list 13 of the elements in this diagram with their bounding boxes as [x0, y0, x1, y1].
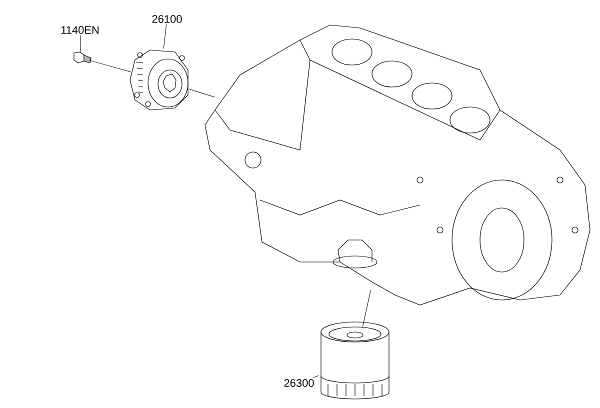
- callout-number: 1140EN: [61, 26, 99, 34]
- bolt-drawing: [74, 52, 92, 64]
- engine-block-drawing: [204, 24, 590, 306]
- assembly-line: [189, 88, 215, 98]
- oil-filter-drawing: [320, 322, 390, 400]
- water-pump-drawing: [130, 50, 188, 110]
- assembly-line: [89, 60, 131, 72]
- callout-number: 26300: [284, 379, 314, 387]
- leader-line: [80, 34, 82, 52]
- leader-line: [163, 24, 167, 49]
- assembly-line: [362, 290, 371, 327]
- leader-line: [312, 375, 319, 378]
- callout-number: 26100: [152, 15, 182, 23]
